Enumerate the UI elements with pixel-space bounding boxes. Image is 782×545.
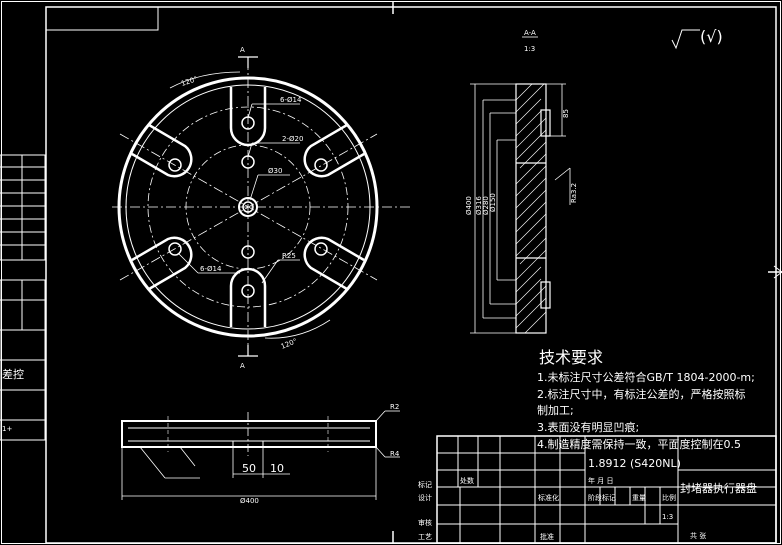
label-weight: 重量	[632, 494, 646, 502]
material-text: 1.8912 (S420NL)	[588, 457, 681, 470]
scale-value: 1:3	[662, 513, 673, 521]
label-mark: 标记	[418, 480, 432, 489]
dia-280-label: Ø280	[482, 196, 490, 215]
section-view: A-A 1:3	[465, 29, 578, 334]
dia-150-label: Ø150	[489, 193, 497, 212]
dim-85-label: 85	[562, 109, 570, 118]
holes-6x14-bottom-label: 6-Ø14	[200, 265, 222, 273]
angle-label-top: 120°	[180, 75, 199, 88]
section-view-scale: 1:3	[524, 45, 535, 53]
dim-50-label: 50	[242, 462, 256, 475]
dia-400-bottom-label: Ø400	[240, 497, 259, 505]
holes-6x14-top-label: 6-Ø14	[280, 96, 302, 104]
title-block	[436, 435, 777, 544]
surface-finish-text: (√)	[700, 27, 723, 46]
front-view: A A 120° 120° 6-Ø14 2-Ø20 Ø30 6-Ø14 R25	[112, 46, 410, 370]
slot-upper-left	[131, 123, 193, 178]
slot-top	[229, 87, 267, 147]
label-date: 年 月 日	[588, 476, 613, 485]
slot-lower-right	[303, 236, 365, 291]
angle-label-bottom: 120°	[280, 337, 299, 351]
tech-req-line3: 制加工;	[537, 404, 574, 417]
dim-10-label: 10	[270, 462, 284, 475]
radius-4-label: R4	[390, 450, 400, 458]
tech-requirements: 技术要求 1.未标注尺寸公差符合GB/T 1804-2000-m; 2.标注尺寸…	[537, 348, 755, 451]
label-count: 处数	[460, 476, 474, 485]
label-stage: 阶段标记	[588, 493, 616, 502]
left-margin-fragment: 1+	[2, 425, 12, 433]
drawing-frame	[45, 6, 777, 544]
left-margin-change-control: 差控	[2, 367, 24, 381]
slot-lower-left	[131, 236, 193, 291]
surface-finish-symbol: (√)	[671, 27, 723, 50]
radius-25-label: R25	[282, 252, 296, 260]
label-approve: 批准	[540, 532, 554, 541]
section-hatching	[515, 83, 547, 334]
tech-req-line2: 2.标注尺寸中，有标注公差的，严格按照标	[537, 387, 746, 401]
label-sheet: 共 张	[690, 531, 706, 540]
title-block-text: 1.8912 (S420NL) 封堵器执行器盘 标记 设计 审核 工艺 批准 处…	[418, 457, 757, 541]
slot-bottom	[229, 267, 267, 327]
section-view-title: A-A	[524, 29, 536, 37]
part-name-text: 封堵器执行器盘	[680, 481, 757, 495]
tech-req-line1: 1.未标注尺寸公差符合GB/T 1804-2000-m;	[537, 370, 755, 384]
roughness-note: Ra3.2	[570, 183, 578, 203]
tech-req-line5: 4.制造精度需保持一致，平面度控制在0.5	[537, 437, 741, 451]
holes-2x20-label: 2-Ø20	[282, 135, 303, 143]
label-process: 工艺	[418, 533, 432, 541]
bottom-view: R2 R4 50 10 Ø400	[121, 403, 400, 505]
left-margin-table	[0, 154, 46, 441]
slot-upper-right	[303, 123, 365, 178]
section-mark-bottom: A	[240, 362, 245, 370]
bolt-circle	[147, 106, 349, 308]
outer-rim	[117, 76, 379, 338]
tech-req-line4: 3.表面没有明显凹痕;	[537, 420, 639, 434]
dia-400-side-label: Ø400	[465, 196, 473, 215]
dia-316-label: Ø316	[475, 196, 483, 215]
label-design: 设计	[418, 493, 432, 502]
corner-box	[45, 6, 159, 31]
section-mark-top: A	[240, 46, 245, 54]
radius-2-label: R2	[390, 403, 399, 411]
label-review: 审核	[418, 518, 432, 527]
label-standard: 标准化	[538, 493, 559, 502]
hole-30-label: Ø30	[268, 167, 282, 175]
tech-req-heading: 技术要求	[539, 348, 603, 367]
label-scale: 比例	[662, 493, 676, 502]
